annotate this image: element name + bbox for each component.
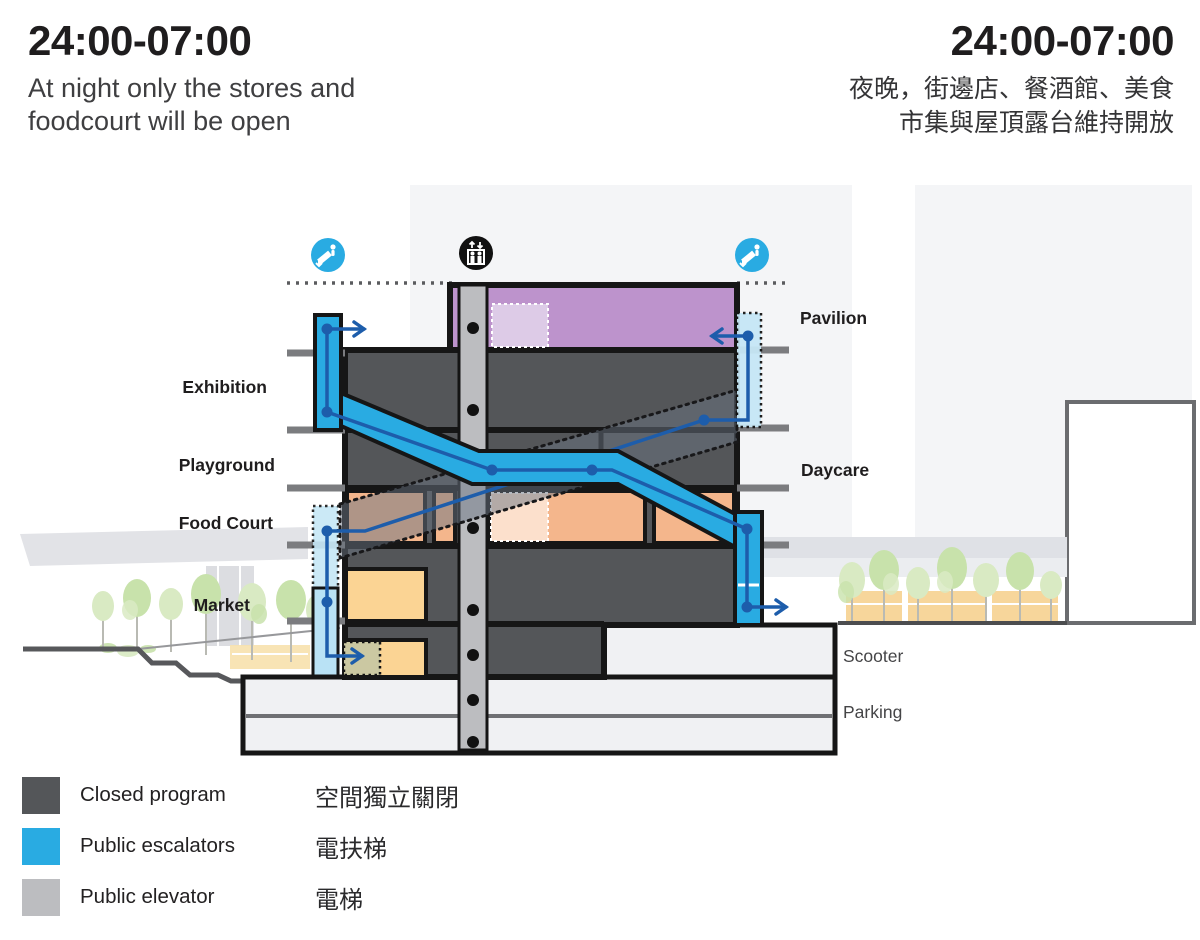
label-food-court: Food Court: [178, 513, 273, 533]
street-left: [20, 527, 341, 684]
pavilion-open-zone: [491, 303, 549, 348]
basement: [240, 622, 838, 756]
closed-program-swatch: [22, 776, 60, 814]
escalator-icon: [311, 238, 345, 272]
trees-right: [838, 547, 1062, 622]
legend-item-public-elevator: Public elevator 電梯: [22, 878, 363, 916]
slope-line-left: [137, 627, 341, 650]
label-exhibition: Exhibition: [182, 377, 267, 397]
label-parking: Parking: [843, 702, 903, 722]
elevated-walkway-left: [20, 527, 308, 566]
market-open-zone: [342, 640, 382, 677]
street-right: [764, 537, 1067, 625]
public-escalators-swatch: [22, 827, 60, 865]
label-pavilion: Pavilion: [800, 308, 868, 328]
elevator-stops: [467, 322, 479, 748]
elevator-icon: [459, 236, 493, 270]
label-playground: Playground: [178, 455, 275, 475]
outlined-building: [1065, 400, 1196, 625]
header-right: 24:00-07:00 夜晚，街邊店、餐酒館、美食 市集與屋頂露台維持開放: [848, 17, 1175, 140]
label-market: Market: [193, 595, 250, 615]
header-right-subtitle: 夜晚，街邊店、餐酒館、美食 市集與屋頂露台維持開放: [848, 75, 1174, 138]
route-elevator-nodes: [321, 330, 754, 608]
legend-item-public-escalators: Public escalators 電扶梯: [22, 827, 387, 865]
label-scooter: Scooter: [843, 646, 904, 666]
route-escalator-nodes: [321, 323, 753, 613]
ground-line-left: [23, 646, 244, 684]
time-range-title-zh: 24:00-07:00: [950, 17, 1175, 64]
public-elevator-swatch: [22, 878, 60, 916]
time-range-title: 24:00-07:00: [28, 17, 252, 64]
scooter-level: [601, 622, 838, 680]
escalator-icon: [735, 238, 769, 272]
legend-item-closed-program: Closed program 空間獨立關閉: [22, 776, 459, 814]
label-daycare: Daycare: [801, 460, 870, 480]
header-left-subtitle: At night only the stores and foodcourt w…: [28, 73, 356, 137]
header-left: 24:00-07:00 At night only the stores and…: [28, 17, 356, 138]
